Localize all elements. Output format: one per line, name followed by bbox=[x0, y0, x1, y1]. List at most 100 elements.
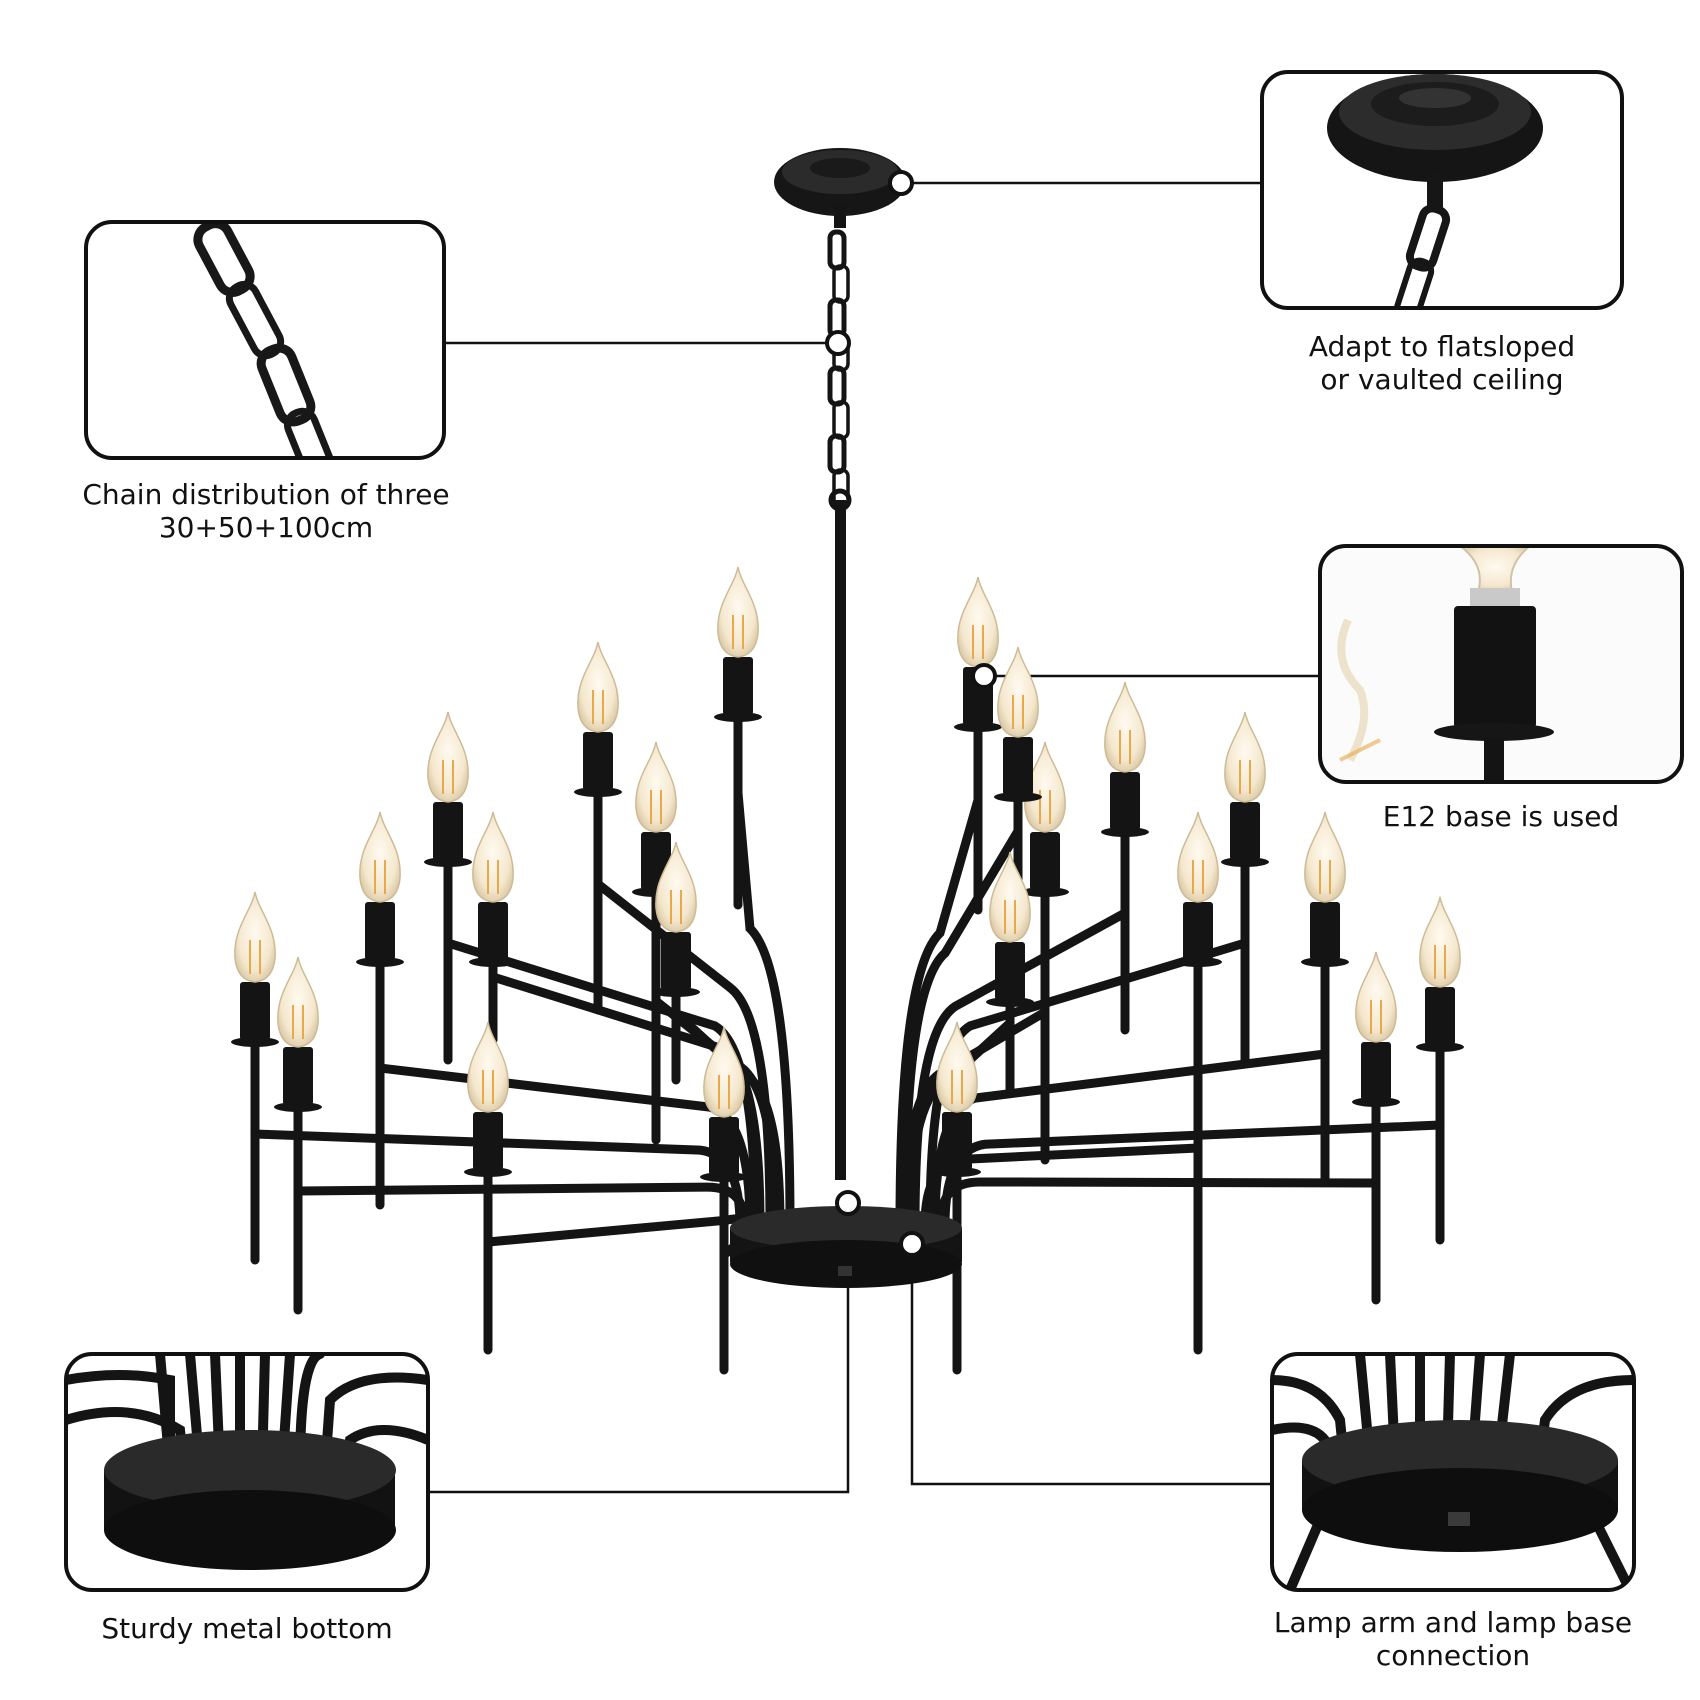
candle-bulb bbox=[1224, 711, 1266, 803]
drip-cup bbox=[1174, 957, 1222, 967]
chain-link bbox=[827, 229, 847, 271]
drip-cup bbox=[274, 1102, 322, 1112]
drip-cup bbox=[1352, 1097, 1400, 1107]
callout-markers bbox=[825, 170, 997, 1257]
canopy-caption: Adapt to flatsloped or vaulted ceiling bbox=[1242, 330, 1642, 396]
candle-sockets bbox=[231, 566, 1464, 1182]
arm-branch bbox=[940, 1120, 1445, 1230]
drip-cup bbox=[1221, 857, 1269, 867]
lamp-arms bbox=[250, 710, 1445, 1375]
candle-socket bbox=[661, 932, 691, 990]
candle-socket bbox=[1425, 987, 1455, 1045]
candle-socket bbox=[1003, 737, 1033, 795]
chain-link bbox=[827, 433, 847, 475]
chain-caption-line-2: 30+50+100cm bbox=[158, 511, 374, 544]
center-stem bbox=[835, 500, 846, 1180]
drip-cup bbox=[714, 712, 762, 722]
candle-bulb bbox=[234, 891, 276, 983]
socket-caption: E12 base is used bbox=[1301, 800, 1700, 833]
canopy-caption-line-2: or vaulted ceiling bbox=[1320, 363, 1564, 396]
arm-branch bbox=[895, 795, 983, 1230]
drip-cup bbox=[954, 722, 1002, 732]
chain-link bbox=[832, 264, 850, 304]
connection-caption-line-2: connection bbox=[1375, 1639, 1531, 1672]
bottom-caption-line-1: Sturdy metal bottom bbox=[101, 1612, 393, 1645]
candle-bulb bbox=[936, 1021, 978, 1113]
candle-socket bbox=[995, 942, 1025, 1000]
candle-socket bbox=[1230, 802, 1260, 860]
drip-cup bbox=[700, 1172, 748, 1182]
drip-cup bbox=[933, 1167, 981, 1177]
marker-socket bbox=[971, 663, 997, 689]
candle-bulb bbox=[717, 566, 759, 658]
drip-cup bbox=[424, 857, 472, 867]
chain-link bbox=[832, 400, 850, 440]
hanging-chain bbox=[827, 229, 852, 512]
candle-bulb bbox=[703, 1026, 745, 1118]
marker-chain bbox=[825, 330, 851, 356]
drip-cup bbox=[1301, 957, 1349, 967]
connection-caption-line-1: Lamp arm and lamp base bbox=[1273, 1606, 1633, 1639]
arm-branch bbox=[733, 788, 795, 1230]
candle-bulb bbox=[472, 811, 514, 903]
drip-cup bbox=[1101, 827, 1149, 837]
candle-socket bbox=[1110, 772, 1140, 830]
candle-socket bbox=[283, 1047, 313, 1105]
candle-bulb bbox=[1104, 681, 1146, 773]
socket-caption-line-1: E12 base is used bbox=[1382, 800, 1620, 833]
candle-socket bbox=[478, 902, 508, 960]
candle-bulb bbox=[1355, 951, 1397, 1043]
chain-caption: Chain distribution of three 30+50+100cm bbox=[66, 478, 466, 544]
candle-socket bbox=[709, 1117, 739, 1175]
drip-cup bbox=[356, 957, 404, 967]
socket-detail-frame bbox=[1318, 544, 1684, 784]
arm-branch bbox=[900, 826, 1023, 1230]
chandelier bbox=[231, 148, 1464, 1375]
candle-bulb bbox=[359, 811, 401, 903]
drip-cup bbox=[464, 1167, 512, 1177]
candle-bulb bbox=[655, 841, 697, 933]
candle-bulb bbox=[277, 956, 319, 1048]
candle-bulb bbox=[1304, 811, 1346, 903]
drip-cup bbox=[986, 997, 1034, 1007]
connection-detail-frame bbox=[1270, 1352, 1636, 1592]
candle-bulb bbox=[997, 646, 1039, 738]
drip-cup bbox=[652, 987, 700, 997]
arm-branch bbox=[910, 908, 1130, 1230]
drip-cup bbox=[1021, 887, 1069, 897]
candle-bulb bbox=[989, 851, 1031, 943]
candle-socket bbox=[1183, 902, 1213, 960]
chain-detail-frame bbox=[84, 220, 446, 460]
candle-bulb bbox=[957, 576, 999, 668]
candle-bulb bbox=[577, 641, 619, 733]
chain-caption-line-1: Chain distribution of three bbox=[82, 478, 450, 511]
drip-cup bbox=[469, 957, 517, 967]
candle-bulb bbox=[1177, 811, 1219, 903]
marker-connection bbox=[899, 1231, 925, 1257]
candle-socket bbox=[723, 657, 753, 715]
arm-branch bbox=[293, 1182, 750, 1230]
bottom-detail-frame bbox=[64, 1352, 430, 1592]
candle-socket bbox=[942, 1112, 972, 1170]
candle-bulb bbox=[1419, 896, 1461, 988]
bottom-caption: Sturdy metal bottom bbox=[47, 1612, 447, 1645]
arm-branch bbox=[935, 1177, 1381, 1230]
candle-socket bbox=[365, 902, 395, 960]
candle-socket bbox=[433, 802, 463, 860]
candle-bulb bbox=[635, 741, 677, 833]
drip-cup bbox=[1416, 1042, 1464, 1052]
canopy-caption-line-1: Adapt to flatsloped bbox=[1308, 330, 1576, 363]
leader-lines bbox=[428, 181, 1320, 1494]
candle-socket bbox=[240, 982, 270, 1040]
candle-bulb bbox=[467, 1021, 509, 1113]
candle-socket bbox=[1310, 902, 1340, 960]
ceiling-canopy bbox=[774, 148, 906, 228]
chain-link bbox=[827, 365, 847, 407]
candle-socket bbox=[473, 1112, 503, 1170]
marker-bottom bbox=[835, 1190, 861, 1216]
canopy-detail-frame bbox=[1260, 70, 1624, 310]
candle-socket bbox=[583, 732, 613, 790]
candle-bulb bbox=[427, 711, 469, 803]
connection-caption: Lamp arm and lamp base connection bbox=[1243, 1606, 1663, 1672]
